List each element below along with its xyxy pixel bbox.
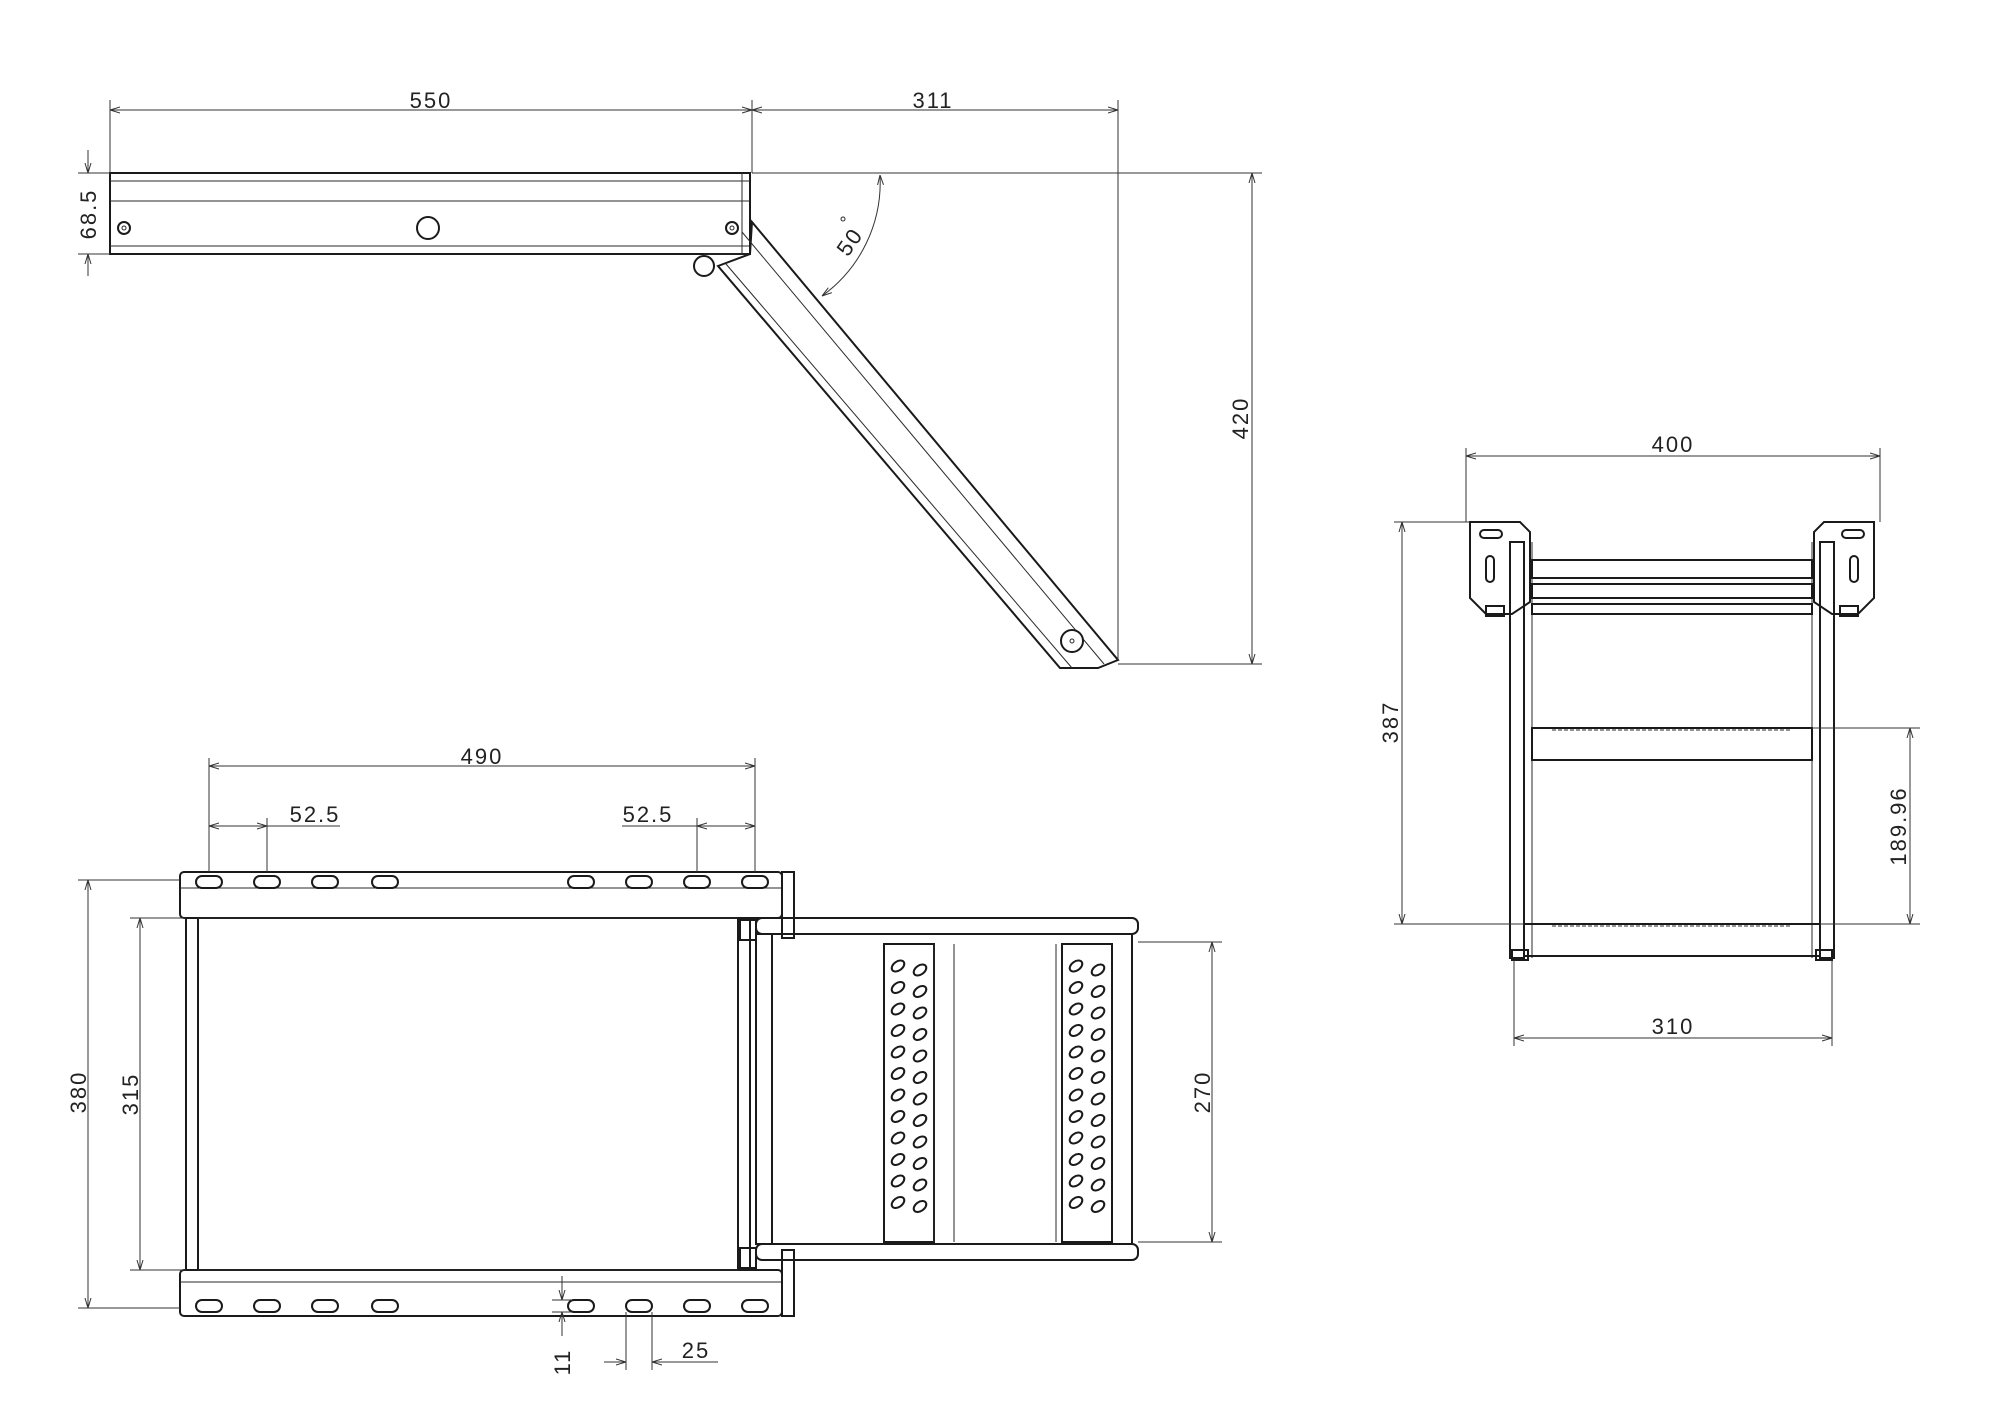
front-view: 400 387 189.96 310: [1378, 432, 1920, 1046]
flange-top: [781, 871, 795, 939]
grip-hole: [912, 1200, 928, 1213]
top-view: 490 52.5 52.5 380 315 270 11: [66, 744, 1222, 1375]
degree-symbol: [840, 216, 846, 222]
grip-hole: [1090, 1006, 1106, 1020]
grip-hole: [1090, 1028, 1106, 1041]
upright-right: [1819, 541, 1835, 959]
inclined-leg: [716, 219, 1120, 669]
flange-bottom: [781, 1249, 795, 1317]
frame-left: [185, 917, 199, 1271]
front-rail-3: [1531, 603, 1813, 615]
grip-hole: [912, 985, 928, 998]
grip-hole: [1090, 1135, 1106, 1149]
dim-420: 420: [1228, 397, 1253, 440]
grip-hole: [890, 1131, 906, 1145]
grip-hole: [912, 1135, 928, 1149]
grip-hole: [890, 1196, 906, 1209]
side-view: 550 311 68.5 420 50: [76, 88, 1262, 669]
grip-hole: [1068, 1045, 1084, 1059]
dim-380: 380: [66, 1071, 91, 1114]
rail-hole-center: [416, 216, 440, 240]
pivot-block-top: [739, 919, 757, 941]
grip-hole: [1090, 963, 1106, 977]
grip-hole: [890, 1174, 906, 1188]
grip-hole: [1068, 1131, 1084, 1145]
grip-hole: [890, 1153, 906, 1166]
grip-hole: [1068, 981, 1084, 994]
step-rail-top: [755, 917, 1139, 935]
dim-angle-50: 50: [831, 223, 868, 261]
pivot-block-bottom: [739, 1247, 757, 1269]
dim-311: 311: [912, 88, 953, 113]
grip-hole: [1068, 1110, 1084, 1123]
grip-hole: [890, 1024, 906, 1037]
grip-hole: [1068, 1002, 1084, 1016]
tread-grip-holes: [890, 959, 1106, 1213]
grip-hole: [890, 1045, 906, 1059]
dim-68-5: 68.5: [76, 189, 101, 240]
grip-hole: [1090, 1071, 1106, 1084]
mount-plate-right: [1813, 521, 1875, 615]
grip-hole: [912, 1028, 928, 1041]
dim-387: 387: [1378, 701, 1403, 744]
grip-hole: [1068, 1196, 1084, 1209]
step-rail-bottom: [755, 1243, 1139, 1261]
front-rail-2: [1531, 583, 1813, 599]
rail-hole-left: [117, 221, 131, 235]
grip-hole: [890, 959, 906, 973]
grip-hole: [1090, 1157, 1106, 1170]
front-rail-1: [1531, 559, 1813, 579]
dim-550: 550: [410, 88, 453, 113]
grip-hole: [1068, 1067, 1084, 1080]
grip-hole: [1068, 1153, 1084, 1166]
grip-hole: [890, 1110, 906, 1123]
leg-end-hole: [1060, 629, 1084, 653]
grip-hole: [1090, 1178, 1106, 1192]
grip-hole: [1068, 1174, 1084, 1188]
grip-hole: [1068, 1024, 1084, 1037]
bottom-slots: [195, 1299, 769, 1313]
grip-hole: [890, 1067, 906, 1080]
grip-hole: [1090, 985, 1106, 998]
grip-hole: [890, 981, 906, 994]
side-rail: [109, 172, 751, 255]
grip-hole: [1090, 1114, 1106, 1127]
pivot-pin: [693, 255, 715, 277]
grip-hole: [912, 963, 928, 977]
grip-hole: [912, 1114, 928, 1127]
grip-hole: [1068, 959, 1084, 973]
grip-hole: [912, 1071, 928, 1084]
dim-315: 315: [118, 1073, 143, 1116]
dim-400: 400: [1652, 432, 1695, 457]
grip-hole: [912, 1092, 928, 1106]
tread-2: [1061, 943, 1113, 1243]
top-slots: [195, 875, 769, 889]
grip-hole: [1068, 1088, 1084, 1102]
frame-right: [737, 917, 751, 1271]
grip-hole: [912, 1006, 928, 1020]
step-inner-rail: [755, 933, 773, 1245]
grip-hole: [890, 1002, 906, 1016]
upright-left: [1509, 541, 1525, 959]
dim-310: 310: [1652, 1014, 1695, 1039]
grip-hole: [1090, 1049, 1106, 1063]
dim-25: 25: [682, 1338, 710, 1363]
rail-hole-right: [725, 221, 739, 235]
grip-hole: [890, 1088, 906, 1102]
grip-hole: [1090, 1200, 1106, 1213]
grip-hole: [912, 1049, 928, 1063]
dim-490: 490: [461, 744, 504, 769]
dim-270: 270: [1190, 1071, 1215, 1114]
front-tread-middle: [1531, 727, 1813, 761]
grip-hole: [912, 1157, 928, 1170]
dim-189-96: 189.96: [1886, 786, 1911, 865]
grip-hole: [1090, 1092, 1106, 1106]
mount-plate-left: [1469, 521, 1531, 615]
dim-11: 11: [550, 1349, 575, 1376]
grip-hole: [912, 1178, 928, 1192]
front-tread-bottom: [1523, 923, 1821, 957]
dim-52-5-left: 52.5: [290, 802, 341, 827]
dim-52-5-right: 52.5: [623, 802, 674, 827]
